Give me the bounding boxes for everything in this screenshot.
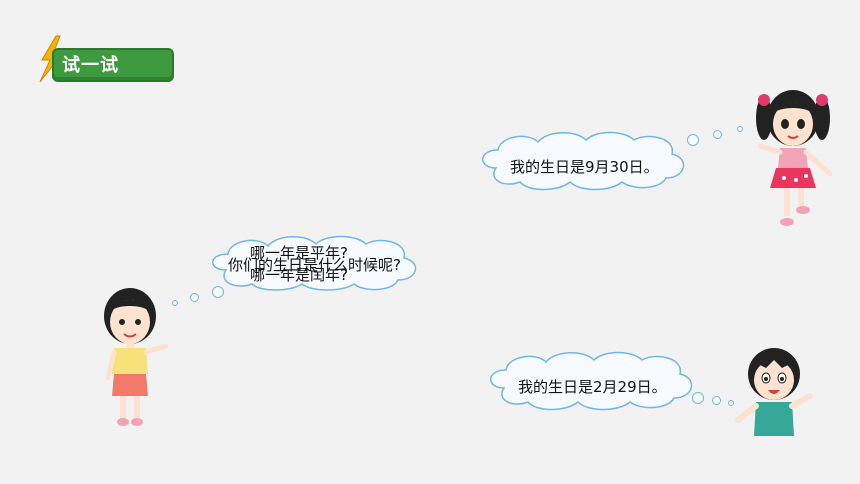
teacher-bubble-line3: 哪一年是闰年? (250, 266, 348, 284)
teacher-character-illustration (104, 288, 169, 426)
girl-character-illustration (756, 90, 833, 226)
bubble-trail-dot (190, 293, 199, 302)
lightning-bolt-icon (39, 35, 64, 83)
bubble-trail-dot (692, 392, 704, 404)
speech-bubble-teacher: 哪一年是平年? 你们的生日是什么时候呢? 哪一年是闰年? (206, 234, 422, 292)
section-badge: 试一试 (36, 34, 174, 83)
boy-bubble-text: 我的生日是2月29日。 (518, 378, 667, 396)
speech-bubble-boy: 我的生日是2月29日。 (484, 350, 698, 412)
bubble-trail-dot (212, 286, 224, 298)
bubble-trail-dot (172, 300, 178, 306)
bubble-trail-dot (728, 400, 734, 406)
speech-bubble-girl: 我的生日是9月30日。 (476, 128, 690, 192)
teacher-bubble-line2: 你们的生日是什么时候呢? (228, 256, 401, 274)
badge-background (52, 48, 174, 82)
bubble-trail-dot (737, 126, 743, 132)
bubble-trail-dot (687, 134, 699, 146)
girl-bubble-text: 我的生日是9月30日。 (510, 158, 659, 176)
boy-character-illustration (735, 348, 813, 436)
bubble-trail-dot (712, 396, 721, 405)
bubble-trail-dot (713, 130, 722, 139)
teacher-bubble-line1: 哪一年是平年? (250, 244, 348, 262)
badge-label: 试一试 (62, 55, 119, 76)
